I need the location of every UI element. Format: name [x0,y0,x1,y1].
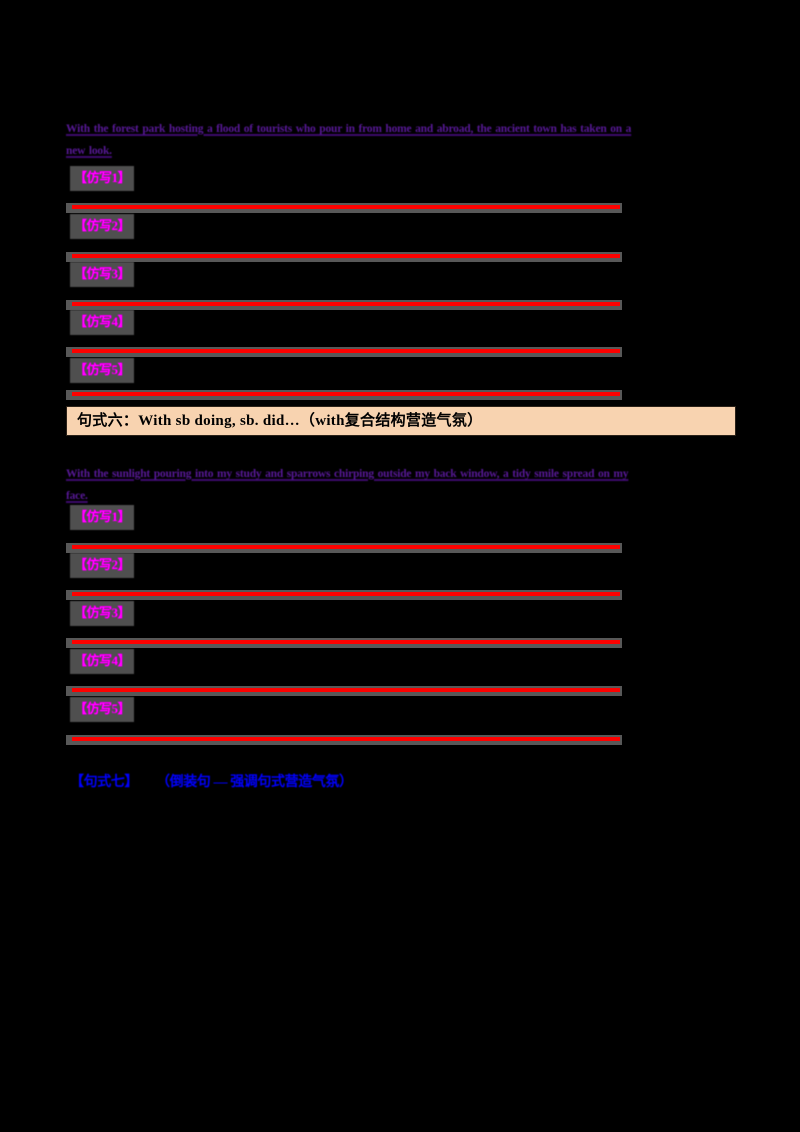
answer-line[interactable] [66,203,622,213]
answer-line[interactable] [66,390,622,400]
answer-line[interactable] [66,686,622,696]
section-two-example-line-2: face. [66,490,88,502]
section-header-bar: 句式六：With sb doing, sb. did…（with复合结构营造气氛… [66,406,736,436]
fangxie-label: 【仿写4】 [70,649,135,674]
section-two-label-4-wrap: 【仿写4】 [70,649,135,674]
fangxie-label: 【仿写3】 [70,262,135,287]
answer-line[interactable] [66,590,622,600]
answer-line[interactable] [66,347,622,357]
answer-line[interactable] [66,252,622,262]
footer-bracket-label: 【句式七】 [70,775,138,790]
fangxie-label: 【仿写2】 [70,214,135,239]
section-one-example-line-2: new look. [66,145,112,157]
fangxie-label: 【仿写5】 [70,697,135,722]
section-two-label-1-wrap: 【仿写1】 [70,505,135,530]
answer-line[interactable] [66,543,622,553]
answer-ghost-text [150,213,620,231]
section-two-label-5-wrap: 【仿写5】 [70,697,135,722]
fangxie-label: 【仿写1】 [70,166,135,191]
section-one-label-3-wrap: 【仿写3】 [70,262,135,287]
fangxie-label: 【仿写1】 [70,505,135,530]
footer-parenthetical: （倒装句 — 强调句式营造气氛） [156,775,353,790]
answer-ghost-text [145,600,615,618]
section-one-label-4-wrap: 【仿写4】 [70,310,135,335]
answer-line[interactable] [66,735,622,745]
section-one-label-5-wrap: 【仿写5】 [70,358,135,383]
answer-line[interactable] [66,300,622,310]
section-one-example-line-1: With the forest park hosting a flood of … [66,123,632,135]
section-one-label-2-wrap: 【仿写2】 [70,214,135,239]
section-two-label-2-wrap: 【仿写2】 [70,553,135,578]
answer-line[interactable] [66,638,622,648]
fangxie-label: 【仿写2】 [70,553,135,578]
section-two-label-3-wrap: 【仿写3】 [70,601,135,626]
footer-heading: 【句式七】 （倒装句 — 强调句式营造气氛） [70,773,353,793]
section-one-label-1-wrap: 【仿写1】 [70,166,135,191]
fangxie-label: 【仿写5】 [70,358,135,383]
fangxie-label: 【仿写4】 [70,310,135,335]
fangxie-label: 【仿写3】 [70,601,135,626]
section-two-example-line-1: With the sunlight pouring into my study … [66,468,629,480]
